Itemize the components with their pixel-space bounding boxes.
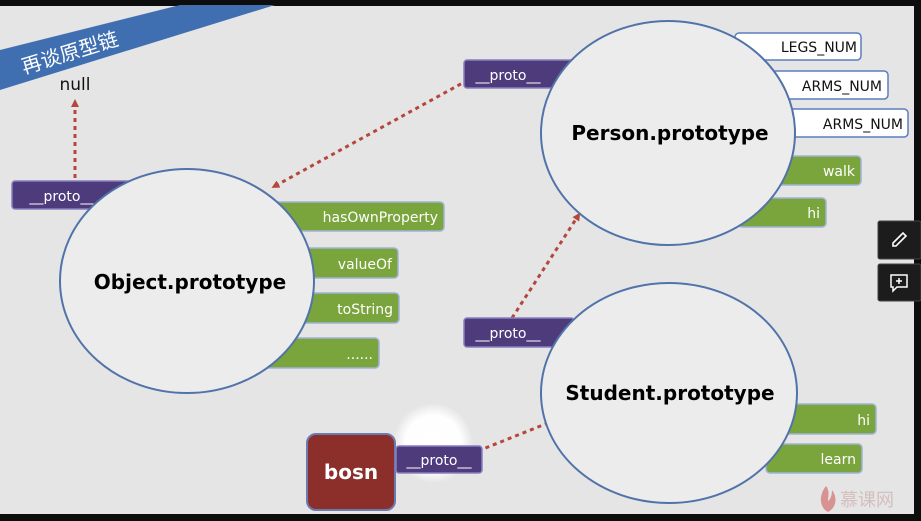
person-constant-label: LEGS_NUM xyxy=(781,40,857,56)
edit-button[interactable] xyxy=(877,220,921,260)
bosn-instance-label: bosn xyxy=(324,460,378,484)
object-member-label: toString xyxy=(337,302,393,318)
student-prototype-title: Student.prototype xyxy=(565,381,774,405)
person-method-label: hi xyxy=(807,206,820,222)
pencil-icon xyxy=(892,231,908,247)
object-member-label: valueOf xyxy=(338,257,393,273)
object-proto-label: __proto__ xyxy=(29,189,96,205)
watermark-text: 慕课网 xyxy=(840,490,894,511)
bosn-proto-tag xyxy=(395,445,483,474)
person-proto-label: __proto__ xyxy=(475,68,542,84)
person-prototype-title: Person.prototype xyxy=(571,121,768,145)
bosn-instance-box xyxy=(306,433,396,511)
person-constant-label: ARMS_NUM xyxy=(823,117,903,133)
student-prototype-node xyxy=(540,282,798,504)
person-constant-label: ARMS_NUM xyxy=(802,79,882,95)
bosn-proto-label: __proto__ xyxy=(406,453,473,469)
bosn-instance-group: bosn __proto__ xyxy=(306,403,483,511)
student-prototype-group: __proto__ hi learn Student.prototype xyxy=(463,282,877,504)
flame-icon xyxy=(820,486,836,512)
arrow-bosn-to-student xyxy=(477,418,557,453)
student-method-label: learn xyxy=(821,452,856,468)
object-member-label: hasOwnProperty xyxy=(323,210,438,226)
object-prototype-group: __proto__ hasOwnProperty valueOf toStrin… xyxy=(11,168,445,394)
watermark: 慕课网 xyxy=(820,486,894,512)
comment-plus-icon xyxy=(890,274,908,293)
person-method-label: walk xyxy=(823,164,856,180)
null-label: null xyxy=(60,75,91,95)
side-toolbar xyxy=(877,220,921,302)
object-prototype-title: Object.prototype xyxy=(94,270,286,294)
object-member-label: ...... xyxy=(346,347,373,363)
object-prototype-node xyxy=(59,168,315,394)
person-prototype-node xyxy=(540,20,796,246)
person-prototype-group: LEGS_NUM ARMS_NUM ARMS_NUM walk hi __pro… xyxy=(463,20,909,246)
student-method-label: hi xyxy=(857,413,870,429)
student-proto-label: __proto__ xyxy=(475,326,542,342)
